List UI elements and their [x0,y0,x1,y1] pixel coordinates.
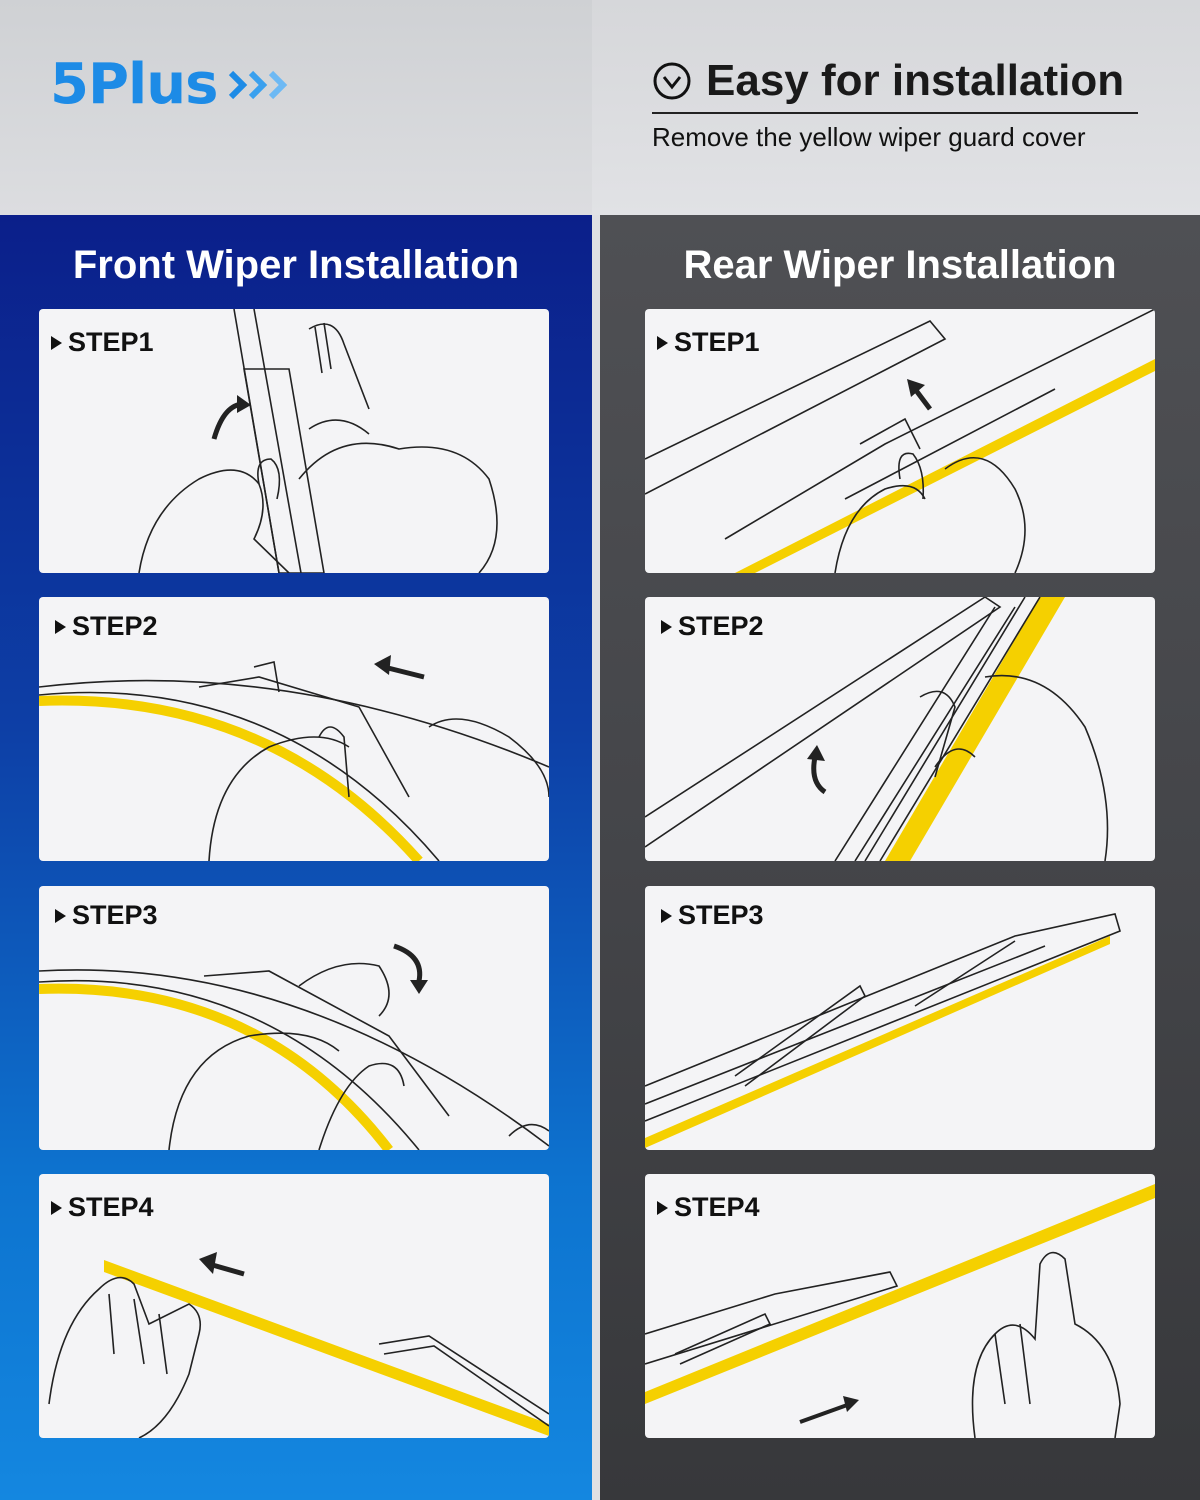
header-right-background [592,0,1200,215]
rear-step2-label: STEP2 [661,611,764,642]
front-step1-card: STEP1 [39,309,549,573]
play-triangle-icon [657,335,668,350]
front-step1-illustration [138,309,498,573]
front-step4-card: STEP4 [39,1174,549,1438]
front-step3-label: STEP3 [55,900,158,931]
play-triangle-icon [51,335,62,350]
check-circle-icon [653,62,691,100]
headline-subtitle: Remove the yellow wiper guard cover [652,122,1086,152]
front-step2-label: STEP2 [55,611,158,642]
header-left-background [0,0,592,215]
rear-step3-label: STEP3 [661,900,764,931]
rear-step1-card: STEP1 [645,309,1155,573]
rear-step4-card: STEP4 [645,1174,1155,1438]
front-step2-illustration [39,655,549,861]
rear-step2-card: STEP2 [645,597,1155,861]
rear-installation-panel: Rear Wiper Installation STEP1 STEP2 [600,215,1200,1500]
front-step2-card: STEP2 [39,597,549,861]
brand-logo: 5Plus [50,52,297,117]
play-triangle-icon [657,1200,668,1215]
rear-step1-label: STEP1 [657,327,760,358]
rear-step3-illustration [645,913,1121,1148]
rear-step2-illustration [645,597,1109,861]
front-step3-card: STEP3 [39,886,549,1150]
front-step4-label: STEP4 [51,1192,154,1223]
front-panel-title: Front Wiper Installation [72,243,520,287]
rear-step4-label: STEP4 [657,1192,760,1223]
triple-chevron-icon [227,65,297,105]
brand-logo-text: 5Plus [50,52,218,117]
play-triangle-icon [51,1200,62,1215]
play-triangle-icon [55,908,66,923]
play-triangle-icon [661,619,672,634]
front-step1-label: STEP1 [51,327,154,358]
rear-step3-card: STEP3 [645,886,1155,1150]
front-step3-illustration [39,943,549,1150]
rear-step4-illustration [645,1184,1155,1438]
rear-step1-illustration [645,309,1155,573]
installation-headline: Easy for installation Remove the yellow … [652,56,1138,153]
headline-title: Easy for installation [706,56,1125,105]
play-triangle-icon [661,908,672,923]
front-step4-illustration [48,1252,549,1438]
rear-panel-title: Rear Wiper Installation [683,243,1117,287]
play-triangle-icon [55,619,66,634]
front-installation-panel: Front Wiper Installation STEP1 STEP2 [0,215,592,1500]
